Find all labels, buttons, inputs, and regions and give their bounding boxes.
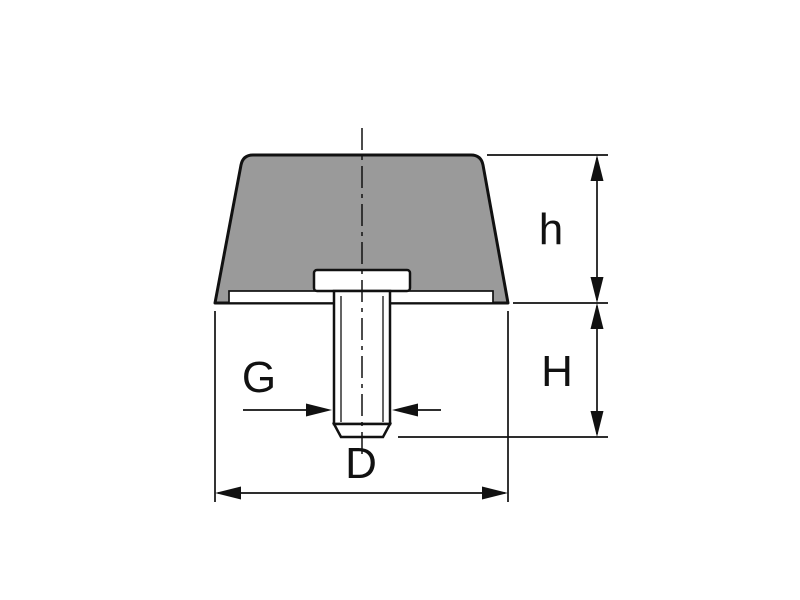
g-arrow-right-head [392,403,418,417]
label-D: D [345,439,377,488]
arrow-H-down [590,411,604,437]
arrow-h-up [590,155,604,181]
arrow-D-right [482,486,508,500]
label-h: h [539,205,563,254]
dimension-G: G [242,353,441,417]
g-arrow-left-head [306,403,332,417]
dimension-H: H [541,303,604,437]
rubber-body [213,153,510,305]
arrow-H-up [590,303,604,329]
arrow-D-left [215,486,241,500]
dimension-D: D [215,439,508,500]
label-G: G [242,353,276,402]
label-H: H [541,347,573,396]
arrow-h-down [590,277,604,303]
stud-tip-chamfer [331,422,393,439]
dimension-h: h [539,155,604,303]
